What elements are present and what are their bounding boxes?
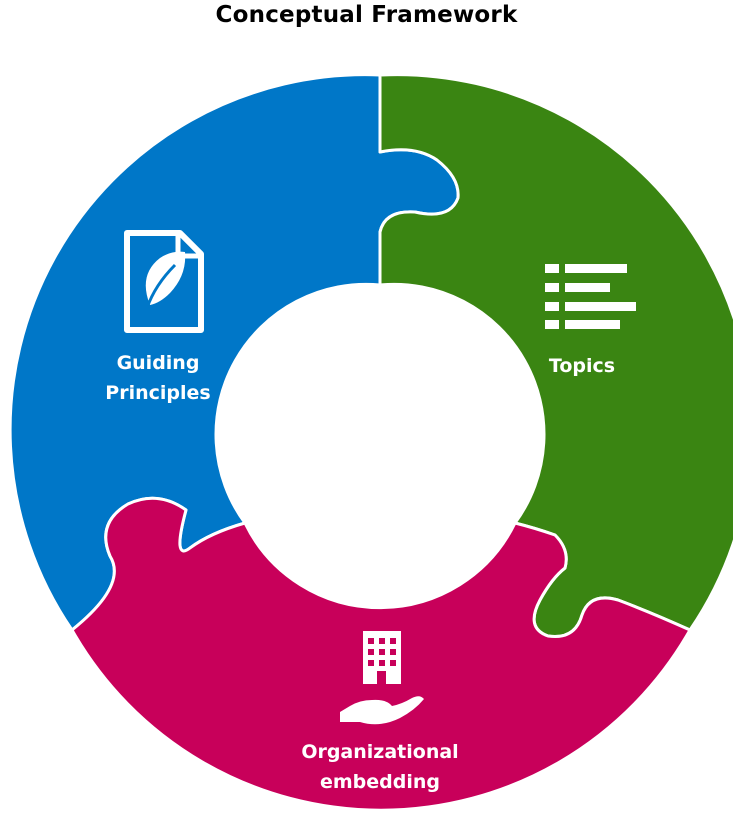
segment-label-guiding-line1: Guiding: [117, 352, 200, 374]
segment-label-organizational-line2: embedding: [320, 771, 440, 793]
document-leaf-icon: [124, 230, 204, 333]
list-icon: [545, 264, 636, 329]
segment-label-organizational-line1: Organizational: [301, 741, 458, 763]
building-in-hand-icon: [340, 631, 424, 725]
segment-label-topics: Topics: [549, 355, 615, 377]
page-title: Conceptual Framework: [215, 2, 518, 28]
center-hole: [230, 285, 530, 585]
segment-label-guiding-line2: Principles: [105, 382, 210, 404]
